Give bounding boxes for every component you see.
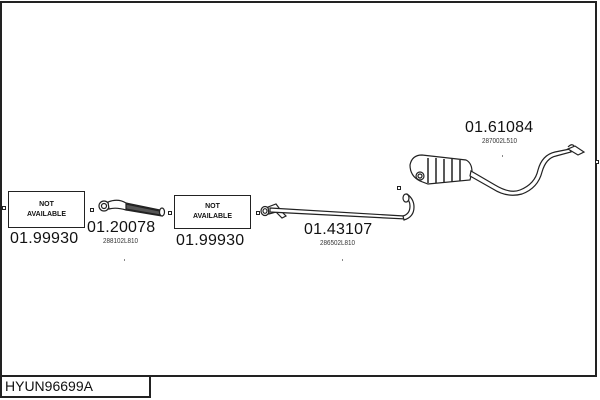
part-3-not-available-box[interactable]: NOT AVAILABLE (174, 195, 251, 229)
part-1-number[interactable]: 01.99930 (10, 230, 79, 247)
part-5-muffler-body (409, 154, 473, 185)
part-5-reference: 287002L510 (482, 138, 518, 145)
part-3-not-available-label: NOT AVAILABLE (192, 203, 233, 220)
part-2-end-flange (158, 207, 166, 217)
diagram-code: HYUN96699A (5, 378, 93, 394)
part-1-connector (2, 206, 6, 210)
part-1-not-available-label: NOT AVAILABLE (26, 200, 67, 218)
part-4-connector-right (397, 186, 401, 190)
part-5-number[interactable]: 01.61084 (465, 119, 534, 136)
part-2-reference: 288102L810 (103, 238, 139, 245)
part-4-connector-left (256, 211, 260, 215)
part-5-tailpipe (469, 148, 572, 196)
part-5-tip (566, 145, 586, 156)
part-2-marker (124, 259, 125, 261)
part-4-number[interactable]: 01.43107 (304, 221, 373, 238)
part-5-connector-right (595, 160, 599, 164)
part-2-front-pipe (98, 199, 166, 217)
part-1-not-available-box[interactable]: NOT AVAILABLE (8, 191, 85, 228)
diagram-frame (0, 1, 597, 377)
part-5-rear-muffler (409, 144, 586, 196)
part-5-marker (502, 155, 503, 157)
part-4-intermediate-pipe (260, 193, 415, 221)
part-4-reference: 286502L810 (320, 240, 356, 247)
diagram-code-box: HYUN96699A (0, 377, 151, 398)
part-2-number[interactable]: 01.20078 (87, 219, 156, 236)
part-4-end-flange (402, 193, 410, 203)
part-2-connector-right (168, 211, 172, 215)
part-2-connector-left (90, 208, 94, 212)
part-4-marker (342, 259, 343, 261)
part-3-number[interactable]: 01.99930 (176, 232, 245, 249)
